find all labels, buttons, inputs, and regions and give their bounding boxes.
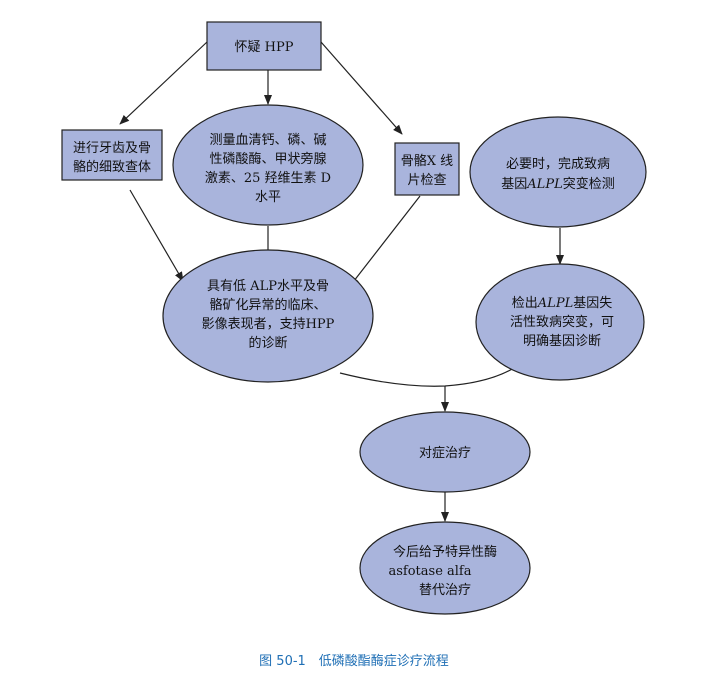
future-text-1: 今后给予特异性酶 [393, 544, 497, 560]
node-xray-box [394, 142, 460, 196]
arrow-suspect-xray [320, 41, 403, 135]
genetic-dx-text-3: 明确基因诊断 [523, 334, 601, 349]
genetic-test-text-2: 基因ALPL突变检测 [501, 176, 614, 192]
exam-text-1: 进行牙齿及骨 [73, 141, 151, 156]
node-diagnosis-ellipse [162, 249, 374, 383]
xray-text-2: 片检查 [407, 173, 446, 188]
node-symptomatic-ellipse [359, 411, 531, 493]
figure-caption: 图 50-1 低磷酸酯酶症诊疗流程 [259, 653, 449, 669]
future-text-3: 替代治疗 [419, 583, 471, 598]
diagnosis-text-2: 骼矿化异常的临床、 [209, 297, 326, 313]
diagnosis-text-1: 具有低 ALP水平及骨 [207, 279, 329, 294]
diagnosis-text-4: 的诊断 [248, 335, 287, 351]
node-suspect-box [206, 21, 322, 71]
symptomatic-text: 对症治疗 [419, 446, 471, 461]
node-future-ellipse [359, 521, 531, 615]
labs-text-4: 水平 [255, 190, 281, 205]
node-labs-ellipse [172, 104, 364, 226]
exam-text-2: 骼的细致查体 [73, 159, 151, 175]
future-text-2: asfotase alfa [388, 564, 471, 579]
xray-text-1: 骨骼X 线 [401, 153, 453, 169]
labs-text-2: 性磷酸酶、甲状旁腺 [209, 151, 326, 167]
diagnosis-text-3: 影像表现者，支持HPP [202, 317, 335, 332]
merge-curve [339, 359, 526, 387]
node-genetic-test-ellipse [469, 116, 647, 228]
genetic-dx-text-2: 活性致病突变，可 [510, 314, 614, 330]
genetic-test-text-1: 必要时，完成致病 [506, 157, 610, 172]
labs-text-3: 激素、25 羟维生素 D [205, 171, 331, 186]
arrow-xray-diagnosis [349, 195, 421, 287]
suspect-text: 怀疑 HPP [235, 39, 294, 55]
node-genetic-dx-ellipse [475, 263, 645, 381]
genetic-dx-text-1: 检出ALPL基因失 [512, 296, 612, 311]
labs-text-1: 测量血清钙、磷、碱 [209, 133, 326, 148]
arrow-suspect-exam [119, 41, 208, 125]
arrow-exam-diagnosis [129, 189, 184, 282]
node-exam-box [61, 129, 163, 181]
